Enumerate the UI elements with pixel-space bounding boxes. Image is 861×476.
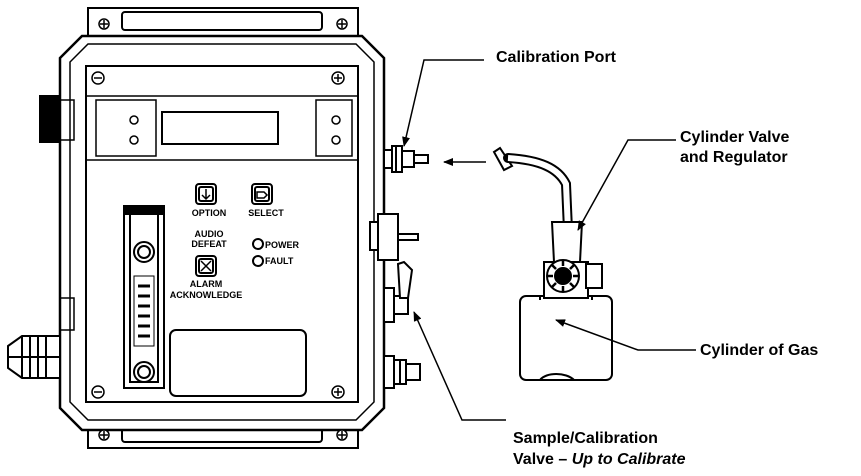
- sample-valve-label-2: Valve – Up to Calibrate: [513, 451, 686, 468]
- right-side-fittings: [369, 145, 429, 389]
- down-arrow-key-icon[interactable]: [195, 183, 217, 205]
- sample-valve-label-emphasis: Up to Calibrate: [572, 451, 686, 468]
- cylinder-of-gas-label: Cylinder of Gas: [700, 342, 818, 359]
- option-label: OPTION: [192, 208, 227, 218]
- sensor-strip: [123, 205, 165, 389]
- gas-cylinder: [492, 146, 613, 381]
- left-boss-knob: [39, 95, 61, 143]
- power-label: POWER: [265, 240, 300, 250]
- cable-gland: [7, 335, 61, 379]
- audio-defeat-label-1: AUDIO: [195, 229, 224, 239]
- x-key-icon[interactable]: [195, 255, 217, 277]
- housing-bevel: [69, 43, 375, 421]
- sample-valve-label-1: Sample/Calibration: [513, 430, 658, 447]
- bottom-window: [169, 329, 307, 397]
- led-indicator-icon: [252, 238, 264, 267]
- front-panel: [85, 65, 359, 403]
- alarm-ack-label-1: ALARM: [190, 279, 223, 289]
- detector-enclosure: [39, 7, 386, 449]
- select-label: SELECT: [248, 208, 284, 218]
- left-bracket: [95, 99, 157, 157]
- enter-key-icon[interactable]: [251, 183, 273, 205]
- display-window: [161, 111, 279, 145]
- cylinder-valve-label-1: Cylinder Valve: [680, 129, 789, 146]
- left-boss-mount: [59, 99, 75, 141]
- leader-lines: [402, 59, 696, 421]
- sample-valve-label-prefix: Valve –: [513, 451, 572, 468]
- cylinder-valve-leader: [577, 139, 676, 231]
- calibration-port-leader: [402, 59, 484, 147]
- screw-head-icon: [91, 18, 348, 441]
- right-bracket: [315, 99, 353, 157]
- cylinder-valve-label-2: and Regulator: [680, 149, 788, 166]
- display-band: [85, 95, 359, 161]
- top-tab-slot: [121, 11, 323, 31]
- fault-label: FAULT: [265, 256, 294, 266]
- calibration-port-label: Calibration Port: [496, 49, 617, 66]
- audio-defeat-label-2: DEFEAT: [191, 239, 227, 249]
- sample-valve-leader: [413, 311, 506, 421]
- alarm-ack-label-2: ACKNOWLEDGE: [170, 290, 243, 300]
- left-lower-mount: [59, 297, 75, 331]
- cylinder-leader: [555, 319, 696, 351]
